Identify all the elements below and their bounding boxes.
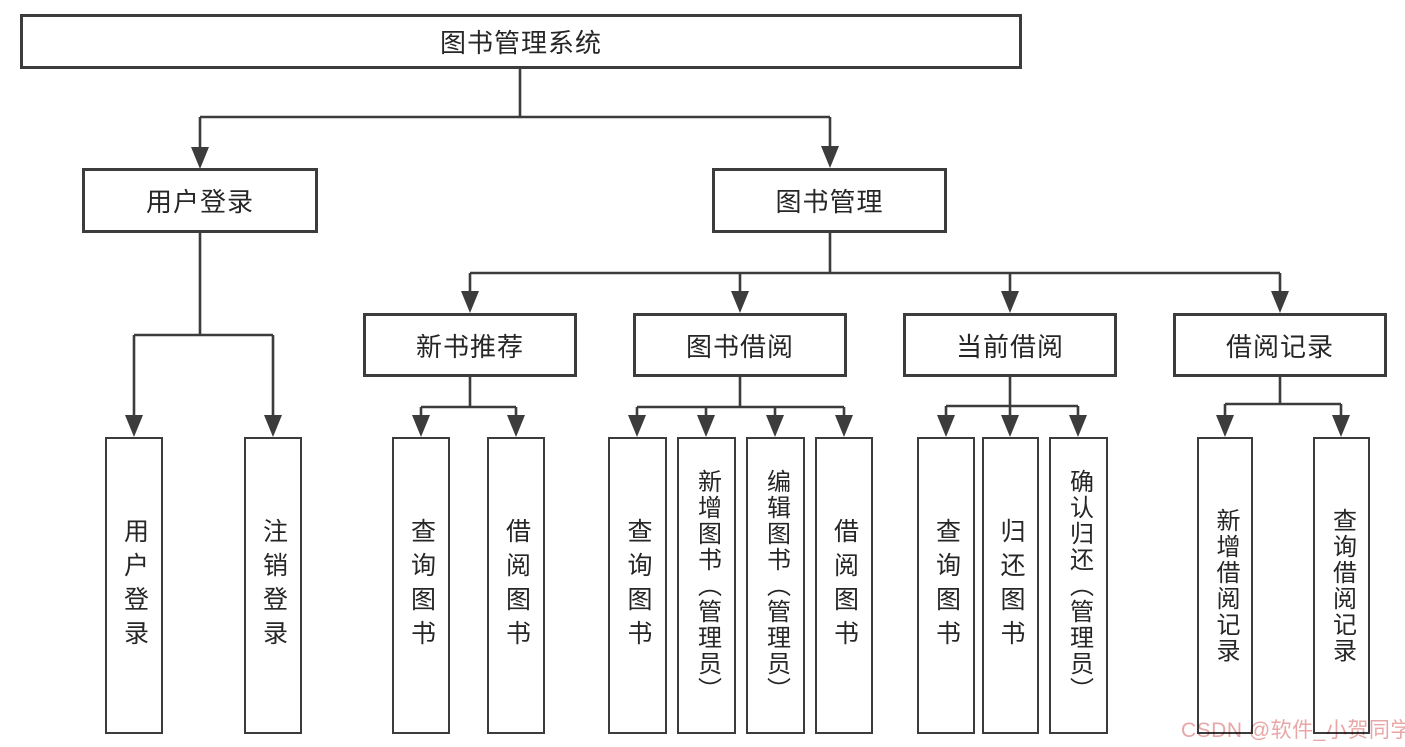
node-user-login: 用户登录 — [82, 168, 318, 233]
node-label: 归还图书 — [997, 517, 1025, 654]
node-current-borrowing: 当前借阅 — [903, 313, 1117, 377]
leaf-borrow-add-books-admin: 新增图书（管理员） — [677, 437, 736, 734]
node-label: 新增图书（管理员） — [693, 468, 721, 703]
leaf-borrow-edit-books-admin: 编辑图书（管理员） — [746, 437, 805, 734]
csdn-watermark: CSDN @软件_小贺同学 — [1181, 719, 1405, 742]
node-label: 查询图书 — [624, 517, 652, 654]
node-label: 图书借阅 — [685, 331, 794, 362]
node-label: 新书推荐 — [415, 331, 524, 362]
node-label: 借阅图书 — [502, 517, 531, 654]
leaf-current-return-books: 归还图书 — [982, 437, 1039, 734]
node-label: 新增借阅记录 — [1212, 507, 1239, 664]
node-book-borrowing: 图书借阅 — [633, 313, 847, 377]
node-root-library-management-system: 图书管理系统 — [20, 14, 1022, 69]
node-label: 借阅图书 — [830, 517, 859, 654]
node-label: 图书管理系统 — [439, 28, 602, 58]
leaf-user-login: 用户登录 — [105, 437, 163, 734]
node-borrowing-records: 借阅记录 — [1173, 313, 1387, 377]
leaf-current-query-books: 查询图书 — [917, 437, 975, 734]
node-label: 查询图书 — [407, 517, 436, 654]
leaf-borrow-borrow-books: 借阅图书 — [815, 437, 873, 734]
node-label: 注销登录 — [259, 517, 288, 654]
connector-lines — [132, 69, 1343, 421]
node-label: 用户登录 — [120, 517, 149, 654]
leaf-newbook-borrow-books: 借阅图书 — [487, 437, 545, 734]
leaf-records-add-record: 新增借阅记录 — [1197, 437, 1253, 734]
node-label: 借阅记录 — [1225, 331, 1334, 362]
node-label: 查询图书 — [932, 517, 961, 654]
node-label: 用户登录 — [145, 187, 254, 217]
leaf-newbook-query-books: 查询图书 — [392, 437, 450, 734]
node-label: 当前借阅 — [955, 331, 1064, 362]
leaf-borrow-query-books: 查询图书 — [608, 437, 667, 734]
arrowheads — [125, 146, 1350, 437]
node-label: 查询借阅记录 — [1328, 507, 1356, 664]
node-label: 图书管理 — [775, 187, 884, 217]
node-book-management: 图书管理 — [712, 168, 947, 233]
node-label: 确认归还（管理员） — [1065, 468, 1093, 703]
leaf-records-query-record: 查询借阅记录 — [1313, 437, 1370, 734]
leaf-logout: 注销登录 — [244, 437, 302, 734]
node-new-book-recommend: 新书推荐 — [363, 313, 577, 377]
leaf-current-confirm-return-admin: 确认归还（管理员） — [1049, 437, 1108, 734]
node-label: 编辑图书（管理员） — [762, 468, 790, 703]
